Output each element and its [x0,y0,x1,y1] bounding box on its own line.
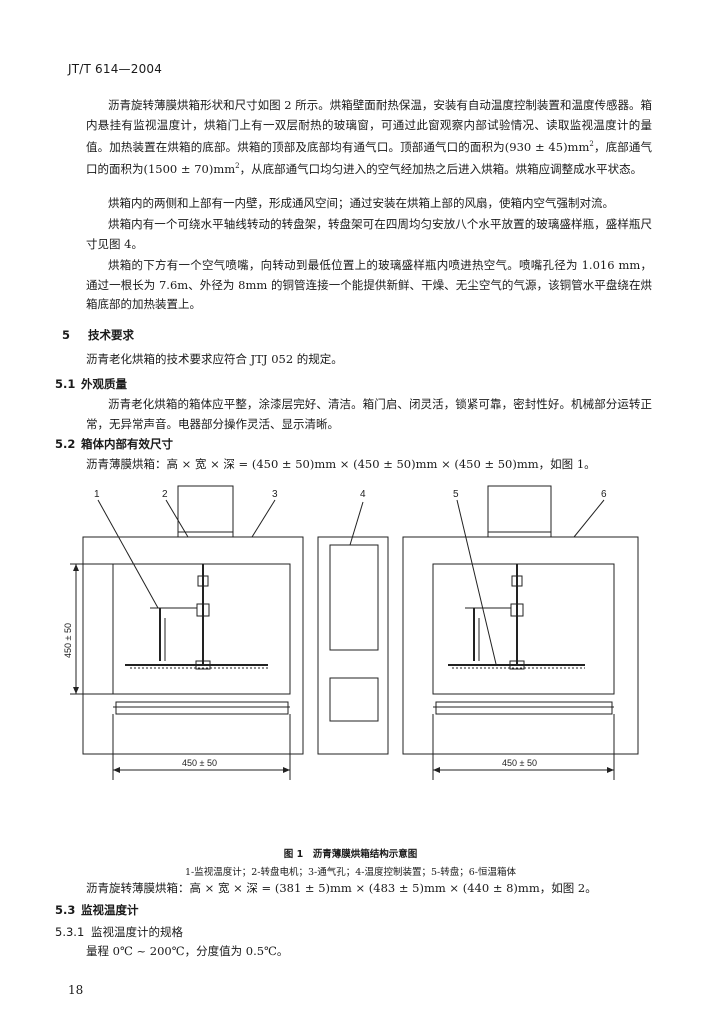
control-display [329,677,379,722]
dim-width-left-label: 450 ± 50 [182,758,217,768]
paragraph-turntable: 烘箱内有一个可绕水平轴线转动的转盘架，转盘架可在四周均匀安放八个水平放置的玻璃盛… [86,217,652,251]
callout-2: 2 [162,489,168,500]
callout-3: 3 [272,489,278,500]
section-number: 5.1 [55,377,76,391]
dim-height-label: 450 ± 50 [63,623,73,658]
right-inner-chamber [432,563,615,695]
section-number: 5.3 [55,903,76,917]
section-number: 5.2 [55,437,76,451]
section-5-2-heading: 5.2 箱体内部有效尺寸 [55,436,173,452]
right-fan-motor [487,485,552,538]
figure-oven-diagram: 1 2 3 4 5 6 450 ± 50 450 ± 50 450 ± 50 [0,478,701,838]
section-5-3-1-text: 量程 0℃ ~ 200℃，分度值为 0.5℃。 [86,944,289,958]
page-number: 18 [68,983,84,997]
paragraph-oven-shape: 沥青旋转薄膜烘箱形状和尺寸如图 2 所示。烘箱壁面耐热保温，安装有自动温度控制装… [86,96,652,180]
dim-width-right-label: 450 ± 50 [502,758,537,768]
section-title: 监视温度计 [81,903,139,917]
left-fan-motor [177,485,234,538]
callout-4: 4 [360,489,366,500]
vent-area-top: (930 ± 45)mm [504,139,590,154]
control-panel [329,544,379,651]
standard-number: JT/T 614—2004 [68,62,163,76]
callout-1: 1 [94,489,100,500]
paragraph-oven-shape-text-b: ，从底部通气口均匀进入的空气经加热之后进入烘箱。烘箱应调整成水平状态。 [239,162,643,177]
section-5-1-heading: 5.1 外观质量 [55,376,127,392]
section-5-2-text: 沥青薄膜烘箱：高 × 宽 × 深 = (450 ± 50)mm × (450 ±… [86,457,596,471]
section-5-heading: 5 技术要求 [62,327,134,343]
paragraph-inner-wall: 烘箱内的两侧和上部有一内壁，形成通风空间；通过安装在烘箱上部的风扇，使箱内空气强… [108,196,614,210]
figure-legend: 1-监视温度计；2-转盘电机；3-通气孔；4-温度控制装置；5-转盘；6-恒温箱… [184,867,517,878]
section-title: 监视温度计的规格 [91,925,183,939]
control-cabinet [317,536,389,755]
left-heater-tray [115,701,289,715]
section-number: 5.3.1 [55,925,85,939]
section-5-text: 沥青老化烘箱的技术要求应符合 JTJ 052 的规定。 [86,352,343,366]
section-title: 箱体内部有效尺寸 [81,437,173,451]
section-number: 5 [62,328,71,342]
superscript: 2 [589,140,594,148]
right-heater-tray [435,701,613,715]
superscript: 2 [235,162,240,171]
section-5-1-text: 沥青老化烘箱的箱体应平整，涂漆层完好、清洁。箱门启、闭灵活，锁紧可靠，密封性好。… [86,397,652,431]
section-5-3-1-heading: 5.3.1 监视温度计的规格 [55,924,183,940]
callout-6: 6 [601,489,607,500]
callout-5: 5 [453,489,459,500]
paragraph-oven-shape-text-a: 沥青旋转薄膜烘箱形状和尺寸如图 2 所示。烘箱壁面耐热保温，安装有自动温度控制装… [86,98,652,154]
section-title: 外观质量 [81,377,127,391]
figure-caption: 图 1 沥青薄膜烘箱结构示意图 [283,849,418,860]
section-5-3-heading: 5.3 监视温度计 [55,902,139,918]
right-oven-body [402,536,639,755]
oven-schematic: 1 2 3 4 5 6 450 ± 50 450 ± 50 450 ± 50 [63,485,639,780]
vent-area-bottom: ，底部通气口的面积为(1500 ± 70)mm [86,139,652,177]
paragraph-air-nozzle: 烘箱的下方有一个空气喷嘴，向转动到最低位置上的玻璃盛样瓶内喷进热空气。喷嘴孔径为… [86,258,652,311]
rotating-oven-dimensions-text: 沥青旋转薄膜烘箱：高 × 宽 × 深 = (381 ± 5)mm × (483 … [86,881,597,895]
left-inner-chamber [112,563,291,695]
left-oven-body [82,536,304,755]
section-title: 技术要求 [88,328,134,342]
